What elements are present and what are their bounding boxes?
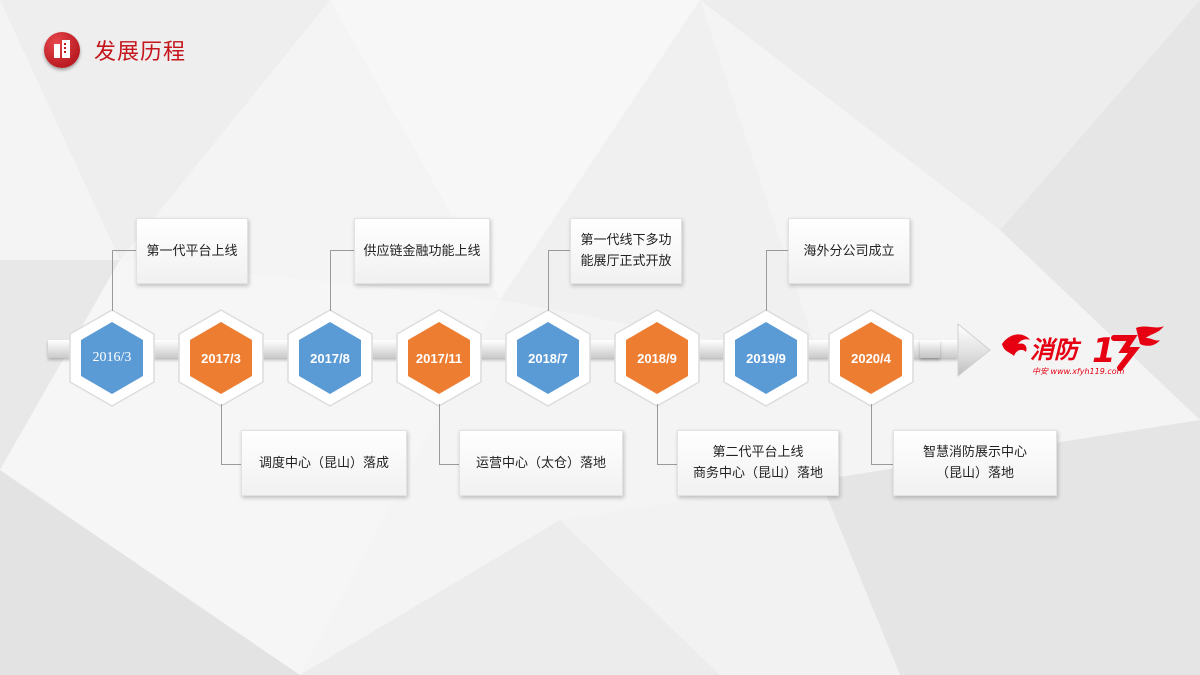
brand-logo: 消防 1 中安 www.xfyh119.com: [1002, 326, 1164, 376]
event-card: 供应链金融功能上线: [354, 218, 490, 284]
event-text: 商务中心（昆山）落地: [692, 466, 823, 481]
timeline-node: 2019/9: [721, 308, 811, 408]
timeline-node: 2017/11: [394, 308, 484, 408]
node-date: 2018/9: [637, 350, 677, 366]
event-card: 第一代平台上线: [136, 218, 248, 284]
node-date: 2017/3: [201, 350, 241, 366]
event-text: （昆山）落地: [935, 466, 1014, 481]
connector-line: [766, 250, 789, 311]
svg-text:消防: 消防: [1030, 336, 1082, 364]
event-card: 智慧消防展示中心 （昆山）落地: [893, 430, 1057, 496]
event-text: 智慧消防展示中心: [922, 445, 1027, 460]
timeline-node: 2018/9: [612, 308, 702, 408]
hexagon-fill: [840, 322, 902, 394]
connector-line: [330, 250, 355, 311]
event-text: 供应链金融功能上线: [363, 243, 481, 259]
building-icon: [44, 32, 80, 68]
connector-line: [548, 250, 571, 311]
connector-line: [871, 404, 894, 465]
event-text: 运营中心（太仓）落地: [475, 455, 606, 471]
hexagon-fill: [81, 322, 143, 394]
svg-text:中安 www.xfyh119.com: 中安 www.xfyh119.com: [1032, 367, 1125, 376]
timeline-node: 2020/4: [826, 308, 916, 408]
event-text: 海外分公司成立: [803, 243, 895, 259]
header: 发展历程: [44, 30, 186, 70]
node-date: 2017/8: [310, 350, 350, 366]
event-text: 第一代线下多功: [580, 233, 672, 248]
timeline-arrow-icon: [957, 322, 991, 378]
event-card: 第一代线下多功 能展厅正式开放: [570, 218, 682, 284]
node-date: 2017/11: [415, 350, 463, 366]
node-date: 2018/7: [528, 350, 568, 366]
timeline-node: 2017/3: [176, 308, 266, 408]
hexagon-fill: [408, 322, 470, 394]
hexagon-fill: [299, 322, 361, 394]
hexagon-fill: [190, 322, 252, 394]
hexagon-fill: [626, 322, 688, 394]
hexagon-fill: [735, 322, 797, 394]
connector-line: [221, 404, 242, 465]
connector-line: [439, 404, 460, 465]
page-title: 发展历程: [94, 40, 187, 65]
event-card: 第二代平台上线 商务中心（昆山）落地: [677, 430, 839, 496]
event-text: 能展厅正式开放: [580, 254, 672, 269]
timeline-node: 2018/7: [503, 308, 593, 408]
node-date: 2019/9: [746, 350, 786, 366]
hexagon-fill: [517, 322, 579, 394]
timeline-node: 2016/3: [67, 308, 157, 408]
dragon-icon: [1002, 334, 1030, 356]
connector-line: [657, 404, 678, 465]
event-card: 调度中心（昆山）落成: [241, 430, 407, 496]
timeline-node: 2017/8: [285, 308, 375, 408]
event-card: 运营中心（太仓）落地: [459, 430, 623, 496]
node-date: 2016/3: [92, 350, 132, 365]
event-text: 第二代平台上线: [712, 445, 804, 460]
event-text: 第一代平台上线: [146, 243, 238, 259]
event-text: 调度中心（昆山）落成: [258, 455, 389, 471]
rail-segment: [920, 340, 940, 358]
connector-line: [112, 250, 137, 311]
event-card: 海外分公司成立: [788, 218, 910, 284]
svg-text:1: 1: [1092, 331, 1116, 371]
node-date: 2020/4: [851, 350, 891, 366]
